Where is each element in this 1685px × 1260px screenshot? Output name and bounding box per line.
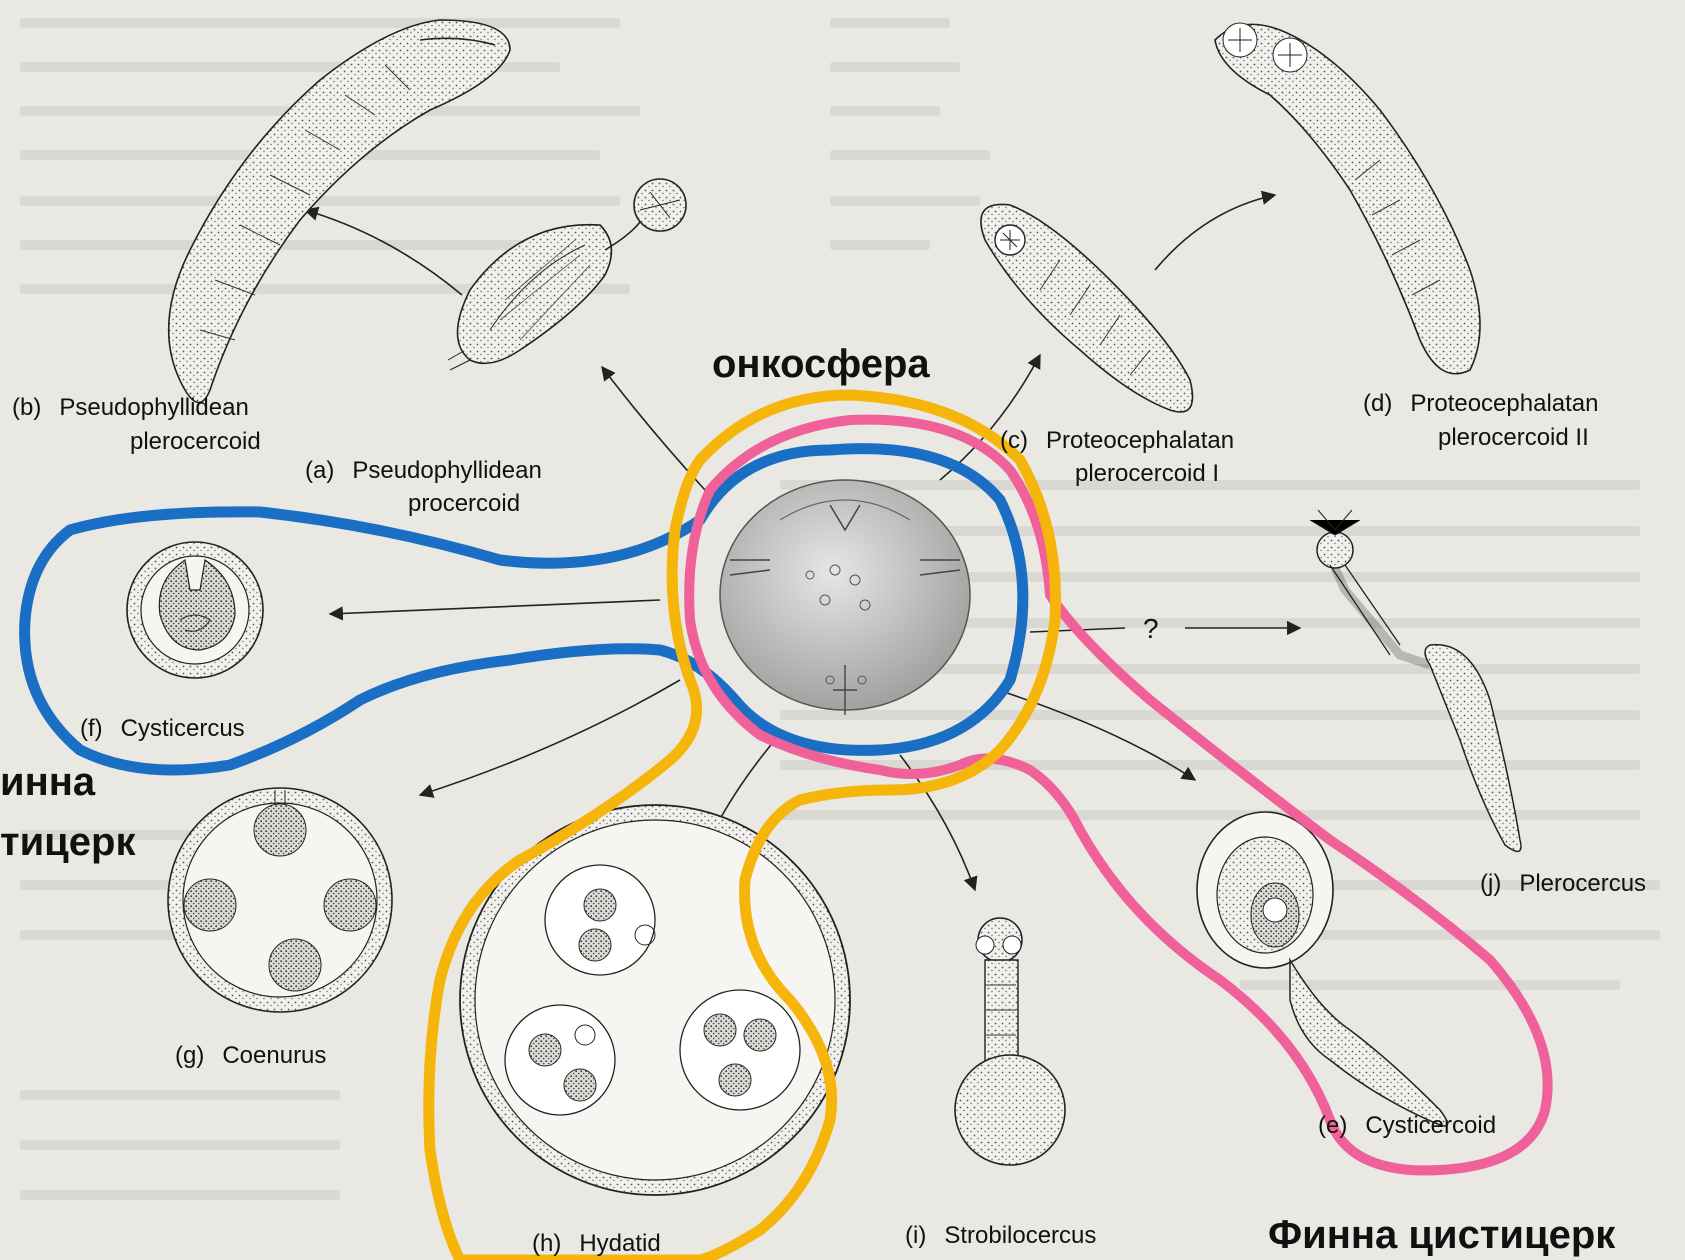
label-c-line1: Proteocephalatan: [1046, 427, 1234, 454]
label-g: (g) Coenurus: [175, 1040, 326, 1071]
plerocercus-j-drawing: [1310, 510, 1521, 851]
label-j-text: Plerocercus: [1519, 870, 1646, 897]
label-e-letter: (e): [1318, 1112, 1347, 1139]
label-b-letter: (b): [12, 394, 41, 421]
label-c-letter: (c): [1000, 427, 1028, 454]
label-g-letter: (g): [175, 1042, 204, 1069]
label-d-line2: plerocercoid II: [1438, 424, 1589, 451]
label-g-text: Coenurus: [222, 1042, 326, 1069]
label-d: (d) Proteocephalatan: [1363, 388, 1599, 419]
finna-bottom-annotation: Финна цистицерк: [1268, 1213, 1615, 1258]
label-h-text: Hydatid: [579, 1230, 660, 1257]
finna-left-annotation-2: тицерк: [0, 820, 135, 865]
coenurus-g-drawing: [168, 788, 392, 1012]
label-d-letter: (d): [1363, 390, 1392, 417]
label-c-line2: plerocercoid I: [1075, 460, 1219, 487]
label-b: (b) Pseudophyllidean: [12, 392, 249, 423]
label-a-letter: (a): [305, 457, 334, 484]
finna-left-annotation-1: инна: [0, 760, 95, 805]
label-a-second: procercoid: [408, 488, 520, 519]
label-j: (j) Plerocercus: [1480, 868, 1646, 899]
oncosphere-annotation: онкосфера: [712, 342, 930, 387]
label-b-line1: Pseudophyllidean: [59, 394, 248, 421]
label-i: (i) Strobilocercus: [905, 1220, 1096, 1251]
label-e-text: Cysticercoid: [1365, 1112, 1496, 1139]
arrow-to-f: [330, 600, 660, 614]
label-i-text: Strobilocercus: [944, 1222, 1096, 1249]
label-a-line1: Pseudophyllidean: [352, 457, 541, 484]
plerocercoid-d-drawing: [1215, 23, 1480, 374]
oncosphere-drawing: [720, 480, 970, 715]
label-a: (a) Pseudophyllidean: [305, 455, 542, 486]
label-f-text: Cysticercus: [121, 715, 245, 742]
label-b-line2: plerocercoid: [130, 428, 261, 455]
procercoid-a-drawing: [448, 179, 686, 370]
question-mark: ?: [1143, 613, 1159, 644]
arrow-c-to-d: [1155, 195, 1275, 270]
label-h: (h) Hydatid: [532, 1228, 661, 1259]
label-c-second: plerocercoid I: [1075, 458, 1219, 489]
label-e: (e) Cysticercoid: [1318, 1110, 1496, 1141]
label-i-letter: (i): [905, 1222, 926, 1249]
arrow-a-to-b: [305, 210, 462, 295]
cysticercus-f-drawing: [127, 542, 263, 678]
plerocercoid-c-drawing: [981, 204, 1193, 412]
label-d-second: plerocercoid II: [1438, 422, 1589, 453]
label-f: (f) Cysticercus: [80, 713, 245, 744]
label-b-second: plerocercoid: [130, 426, 261, 457]
label-c: (c) Proteocephalatan: [1000, 425, 1234, 456]
strobilocercus-i-drawing: [955, 918, 1065, 1165]
label-h-letter: (h): [532, 1230, 561, 1257]
label-a-line2: procercoid: [408, 490, 520, 517]
label-j-letter: (j): [1480, 870, 1501, 897]
cysticercoid-e-drawing: [1197, 812, 1448, 1126]
label-d-line1: Proteocephalatan: [1410, 390, 1598, 417]
label-f-letter: (f): [80, 715, 103, 742]
